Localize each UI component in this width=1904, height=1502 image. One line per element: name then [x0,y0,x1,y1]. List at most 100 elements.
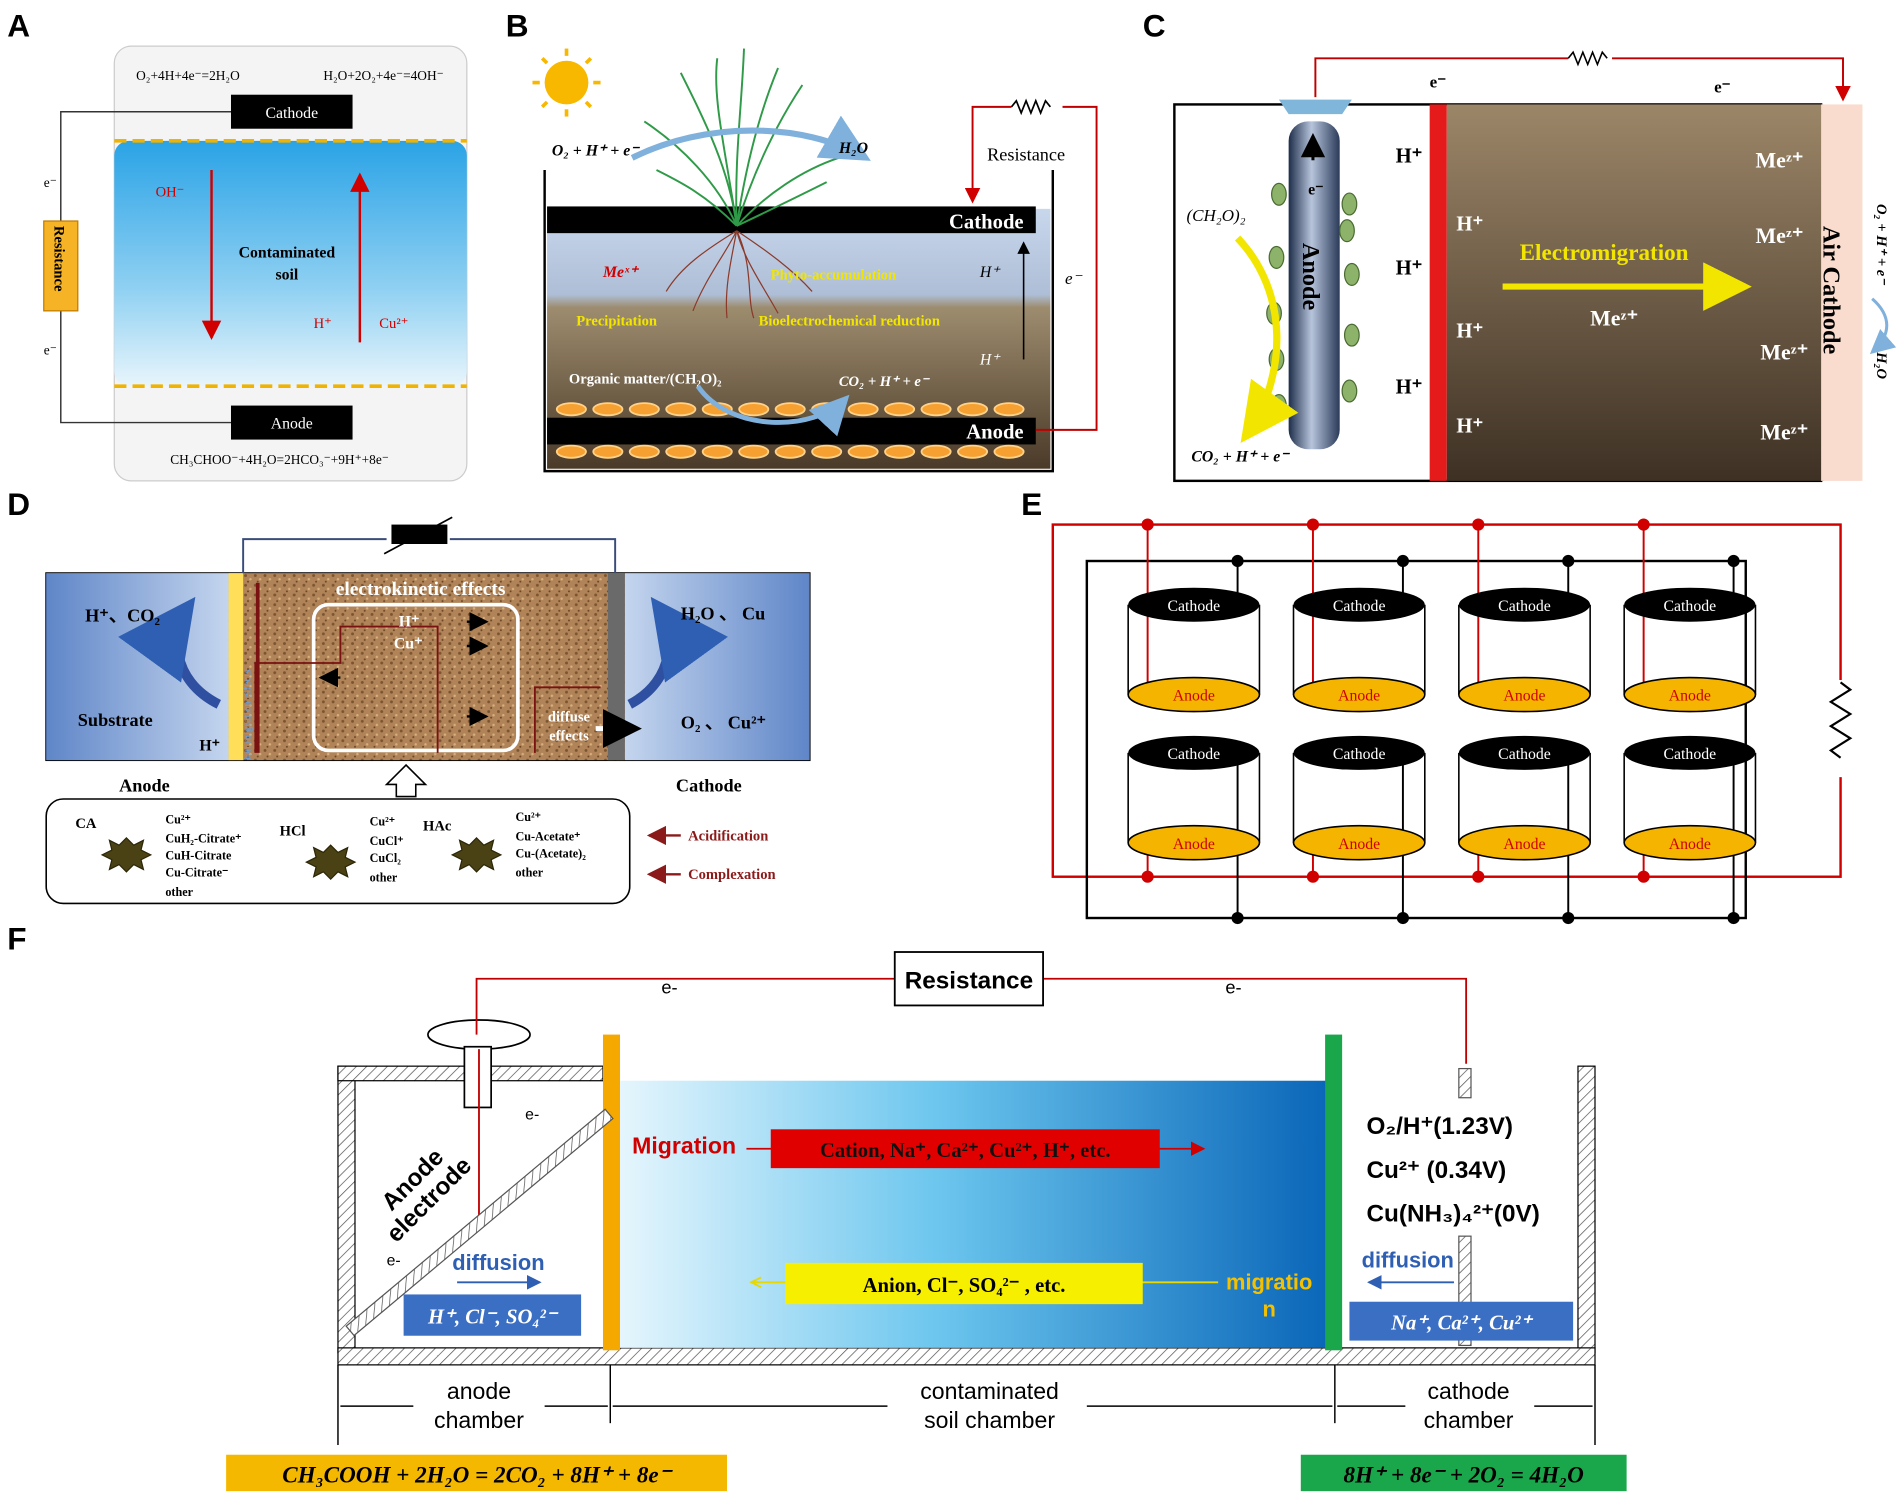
proton-left-2: H⁺ [1396,257,1423,279]
anode-equation: CH₃CHOO⁻+4H₂O=2HCO₃⁻+9H⁺+8e⁻ [170,452,389,467]
anode-chamber-label-1: anode [447,1378,511,1404]
anode-label: Anode [1297,243,1324,311]
hcl-item-1: Cu²⁺ [370,815,396,829]
particle-icons [100,837,503,881]
left-ions-box [403,1294,582,1336]
copper-ion-label: Cu²⁺ [379,316,408,332]
organic-matter-label: Organic matter/(CH₂O)₂ [569,372,722,388]
fuel-cells: CathodeAnodeCathodeAnodeCathodeAnodeCath… [1127,518,1757,925]
cuprous-center: Cu⁺ [394,635,423,652]
hac-item-1: Cu²⁺ [515,810,541,824]
side-oxygen-equation: O₂ + H⁺ + e⁻ [1873,204,1889,286]
resistance-label: Resistance [987,144,1065,164]
water-label: H₂O [838,140,868,157]
cation-box [770,1129,1160,1169]
cathode-label: Cathode [676,776,742,796]
diffusion-left-label: diffusion [452,1250,544,1275]
cathode-membrane [1325,1034,1343,1351]
metal-ion-r2: Meᶻ⁺ [1755,224,1803,248]
migration-right-label-1: migratio [1226,1270,1312,1295]
hac-item-3: Cu-(Acetate)₂ [515,846,586,860]
proton-label: H⁺ [314,316,332,332]
panel-letter-d: D [7,486,30,522]
cell-anode-label: Anode [1669,836,1711,853]
precipitation-label: Precipitation [576,313,657,329]
hac-item-4: other [515,866,543,880]
cathode-block [230,94,353,129]
cathode-label: Cathode [265,105,318,122]
soil-label-1: Contaminated [239,244,336,261]
anode-equation: CH₃COOH + 2H₂O = 2CO₂ + 8H⁺ + 8e⁻ [282,1462,673,1488]
right-ions-box [1349,1301,1574,1341]
hcl-item-3: CuCl₂ [370,851,402,865]
proton-co2-label: H⁺、CO₂ [85,606,160,626]
hydroxide-label: OH⁻ [156,185,185,201]
cathode-label: Cathode [949,211,1024,233]
co2-equation: CO₂ + H⁺ + e⁻ [839,374,931,390]
cell-cathode-label: Cathode [1168,598,1221,615]
proton-label-2: H⁺ [979,351,1001,368]
anion-box [785,1262,1143,1305]
electrokinetic-title: electrokinetic effects [336,579,506,600]
electron-electrode-top: e- [525,1107,539,1124]
anode-block [230,405,353,440]
cell-anode-label: Anode [1503,836,1545,853]
cell-anode-label: Anode [1503,688,1545,705]
proton-left-1: H⁺ [1396,146,1423,168]
anode-chamber-label-2: chamber [434,1407,524,1433]
cell-cathode-label: Cathode [1498,746,1551,763]
soil-chamber-label-1: contaminated [920,1378,1059,1404]
membrane [1429,104,1447,481]
resistor-icon [1828,681,1853,759]
metal-ion-r4: Meᶻ⁺ [1760,421,1808,445]
ca-item-5: other [165,885,193,899]
cathode-equation-1: O₂+4H+4e⁻=2H₂O [136,68,240,83]
oxygen-copper-label: O₂ 、 Cu²⁺ [681,713,766,733]
anode-label: Anode [119,776,170,796]
diffuse-label-1: diffuse [548,709,591,725]
cell-anode-label: Anode [1669,688,1711,705]
ca-item-2: CuH₂-Citrate⁺ [165,832,241,846]
panel-letter-e: E [1021,486,1042,522]
resistance-label: Resistance [51,226,67,292]
anion-label: Anion, Cl⁻, SO₄²⁻ , etc. [863,1275,1066,1297]
panel-a: O₂+4H+4e⁻=2H₂O H₂O+2O₂+4e⁻=4OH⁻ Cathode … [43,45,468,482]
ca-label: CA [75,816,97,832]
anode-electrode [345,1108,614,1337]
soil-label-2: soil [275,266,298,283]
oxygen-equation: O₂ + H⁺ + e⁻ [552,142,640,159]
resistor-icon [1567,50,1608,67]
electromigration-label: Electromigration [1520,239,1689,265]
side-water-label: H₂O [1873,351,1889,379]
anode-equation-box [226,1454,727,1492]
metal-ion-r1: Meᶻ⁺ [1755,149,1803,173]
phyto-label: Phyto-accumulation [771,267,897,283]
air-cathode-block [1821,104,1863,481]
cathode-bar [547,206,1036,234]
cell-cathode-label: Cathode [1333,746,1386,763]
soil-chamber [617,1080,1328,1348]
cell-anode-label: Anode [1173,688,1215,705]
electron-right: e- [1225,977,1241,997]
up-arrow-icon [384,763,428,798]
ca-item-3: CuH-Citrate [165,849,232,863]
proton-right-2: H⁺ [1456,321,1483,343]
panel-letter-c: C [1143,7,1166,43]
cell-anode-label: Anode [1173,836,1215,853]
proton-center: H⁺ [399,614,420,631]
cathode-chamber-label-1: cathode [1427,1378,1509,1404]
complexation-label: Complexation [688,867,776,883]
left-ions-label: H⁺, Cl⁻, SO₄²⁻ [427,1307,559,1329]
panel-d: electrokinetic effects ion migration eff… [45,516,811,905]
plant-icon [643,48,840,319]
resistance-block [43,220,79,312]
cation-label: Cation, Na⁺, Ca²⁺, Cu²⁺, H⁺, etc. [820,1140,1111,1162]
ca-item-4: Cu-Citrate⁻ [165,866,228,880]
panel-e: CathodeAnodeCathodeAnodeCathodeAnodeCath… [1051,518,1853,925]
ca-item-1: Cu²⁺ [165,812,191,826]
cathode-chamber-label-2: chamber [1424,1407,1514,1433]
electron-left: e- [661,977,677,997]
hcl-label: HCl [280,823,306,839]
